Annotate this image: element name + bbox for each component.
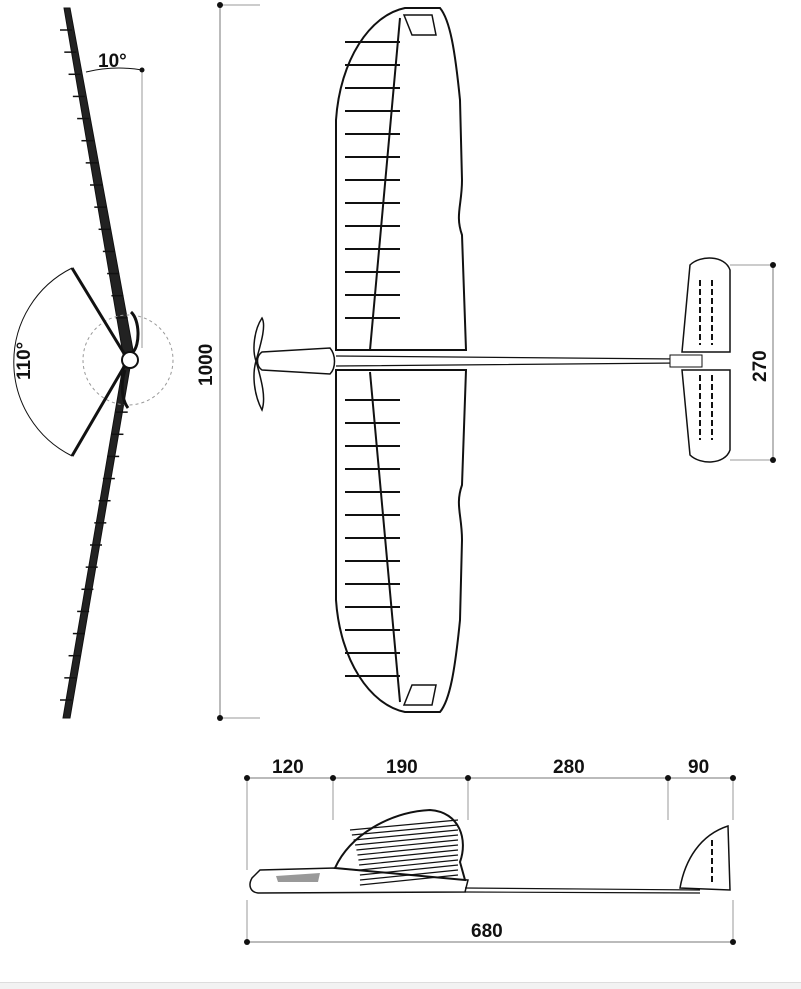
side-rib [359, 859, 459, 871]
propeller-arc-circle [82, 314, 174, 406]
side-rib [357, 844, 459, 856]
segment-label-2: 190 [386, 757, 418, 778]
segment-label-4: 90 [688, 757, 709, 778]
side-rib [359, 874, 459, 886]
fin-side [679, 824, 731, 891]
dihedral-arc [85, 67, 143, 73]
canopy [276, 873, 320, 882]
side-rib [356, 839, 459, 851]
side-rib [349, 819, 459, 831]
side-rib [359, 854, 459, 866]
propeller-top [253, 316, 265, 412]
tail-boom [335, 355, 681, 367]
side-rib [358, 849, 459, 861]
side-rib [351, 824, 459, 836]
segment-label-1: 120 [272, 757, 304, 778]
side-rib [359, 864, 459, 876]
boom-side [464, 887, 701, 894]
stabilizer-span-label: 270 [750, 350, 771, 382]
wing-outline-bottom [335, 369, 468, 713]
dihedral-angle-label: 10° [98, 51, 127, 72]
wingspan-dimension [217, 2, 260, 721]
side-rib [355, 834, 459, 846]
propeller-blade-down [70, 359, 130, 457]
total-length-label: 680 [471, 921, 503, 942]
length-dimension [244, 900, 736, 945]
fuselage-pod [256, 347, 336, 375]
front-prop-blades [120, 310, 140, 409]
wing-side [333, 808, 467, 882]
front-view [13, 7, 174, 719]
side-view [249, 808, 731, 894]
stabilizer-dimension [730, 262, 776, 463]
side-rib [353, 829, 459, 841]
propeller-blade-up [70, 267, 130, 361]
segment-label-3: 280 [553, 757, 585, 778]
prop-fold-angle-label: 110° [14, 342, 35, 380]
spinner [121, 351, 139, 369]
prop-fold-arc [13, 267, 73, 457]
bottom-divider [0, 982, 801, 989]
side-rib [359, 869, 459, 881]
top-view [253, 7, 731, 713]
wing-outline-top [335, 7, 468, 351]
stabilizer [681, 257, 731, 463]
segment-dimension [244, 775, 736, 870]
wingspan-label: 1000 [196, 344, 217, 386]
